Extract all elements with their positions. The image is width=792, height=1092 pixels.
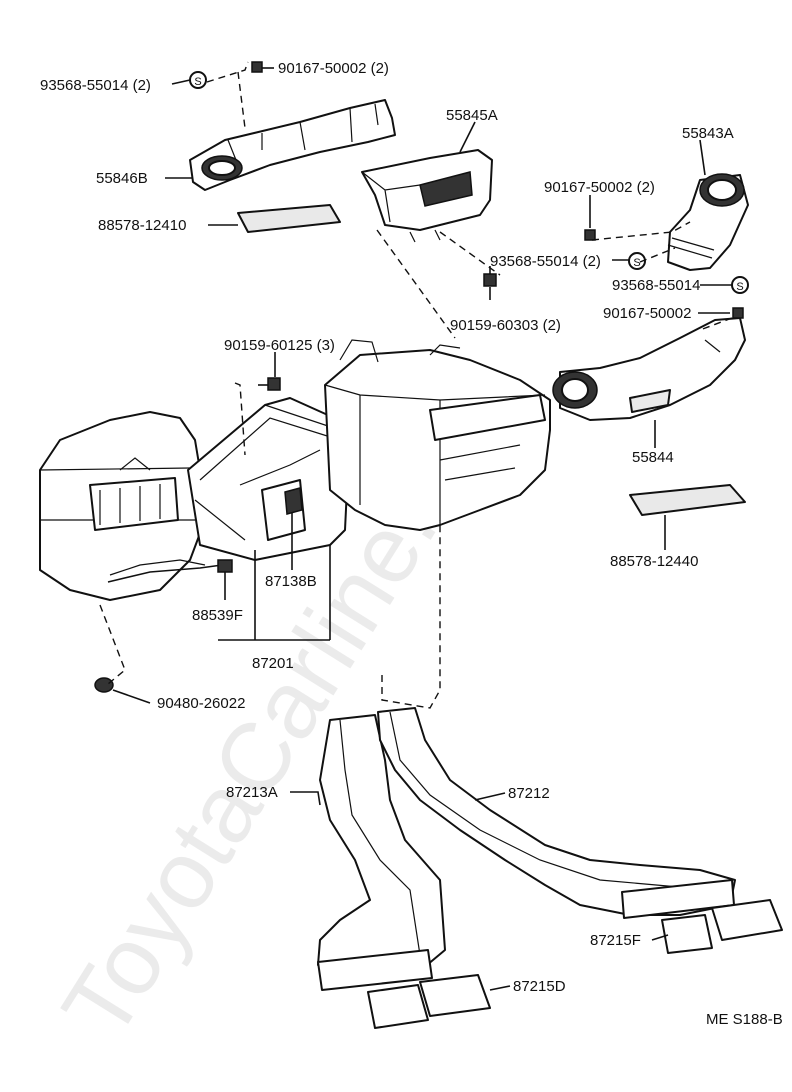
clip-s-icon <box>628 252 646 270</box>
diagram-code: ME S188-B <box>706 1011 783 1028</box>
label-55844: 55844 <box>632 449 674 466</box>
grommet-icon <box>94 677 114 693</box>
label-88578-12410: 88578-12410 <box>98 217 186 234</box>
label-55846B: 55846B <box>96 170 148 187</box>
label-87138B: 87138B <box>265 573 317 590</box>
label-93568-55014-right: 93568-55014 <box>612 277 700 294</box>
heater-unit <box>324 339 551 531</box>
clip-s-label: S <box>194 76 201 88</box>
clip-s-label: S <box>736 281 743 293</box>
duct-55845A <box>361 149 493 243</box>
label-93568-55014-mid: 93568-55014 (2) <box>490 253 601 270</box>
label-87215F: 87215F <box>590 932 641 949</box>
leader-lines <box>112 67 732 991</box>
outlets-87215F <box>621 879 783 954</box>
label-87212: 87212 <box>508 785 550 802</box>
clip-nut-icon <box>251 61 263 73</box>
wire-88539F <box>107 559 233 583</box>
filter-case-87201 <box>187 397 351 561</box>
label-90167-50002-single: 90167-50002 <box>603 305 691 322</box>
blower-housing <box>39 411 206 601</box>
clip-nut-icon <box>732 307 744 319</box>
outlets-87215D <box>317 949 491 1029</box>
label-87215D: 87215D <box>513 978 566 995</box>
label-88578-12440: 88578-12440 <box>610 553 698 570</box>
fasteners: S S S <box>94 61 749 693</box>
label-90167-50002-top: 90167-50002 (2) <box>278 60 389 77</box>
clip-s-label: S <box>633 257 640 269</box>
clip-nut-icon <box>584 229 596 241</box>
duct-55846B <box>189 99 396 191</box>
assembly-dashed-lines <box>99 61 733 709</box>
foam-pad-88578-12410 <box>237 204 341 233</box>
label-87201: 87201 <box>252 655 294 672</box>
label-55845A: 55845A <box>446 107 498 124</box>
screw-icon <box>267 377 281 391</box>
label-88539F: 88539F <box>192 607 243 624</box>
screw-icon <box>483 273 497 287</box>
label-90159-60303: 90159-60303 (2) <box>450 317 561 334</box>
duct-55844 <box>552 317 746 421</box>
foam-pad-88578-12440 <box>629 484 746 516</box>
label-87213A: 87213A <box>226 784 278 801</box>
duct-55843A <box>667 173 749 271</box>
label-90167-50002-right: 90167-50002 (2) <box>544 179 655 196</box>
label-90159-60125: 90159-60125 (3) <box>224 337 335 354</box>
part-labels: 93568-55014 (2) 90167-50002 (2) 55846B 8… <box>40 60 783 1028</box>
label-55843A: 55843A <box>682 125 734 142</box>
label-93568-55014-top: 93568-55014 (2) <box>40 77 151 94</box>
label-90480-26022: 90480-26022 <box>157 695 245 712</box>
